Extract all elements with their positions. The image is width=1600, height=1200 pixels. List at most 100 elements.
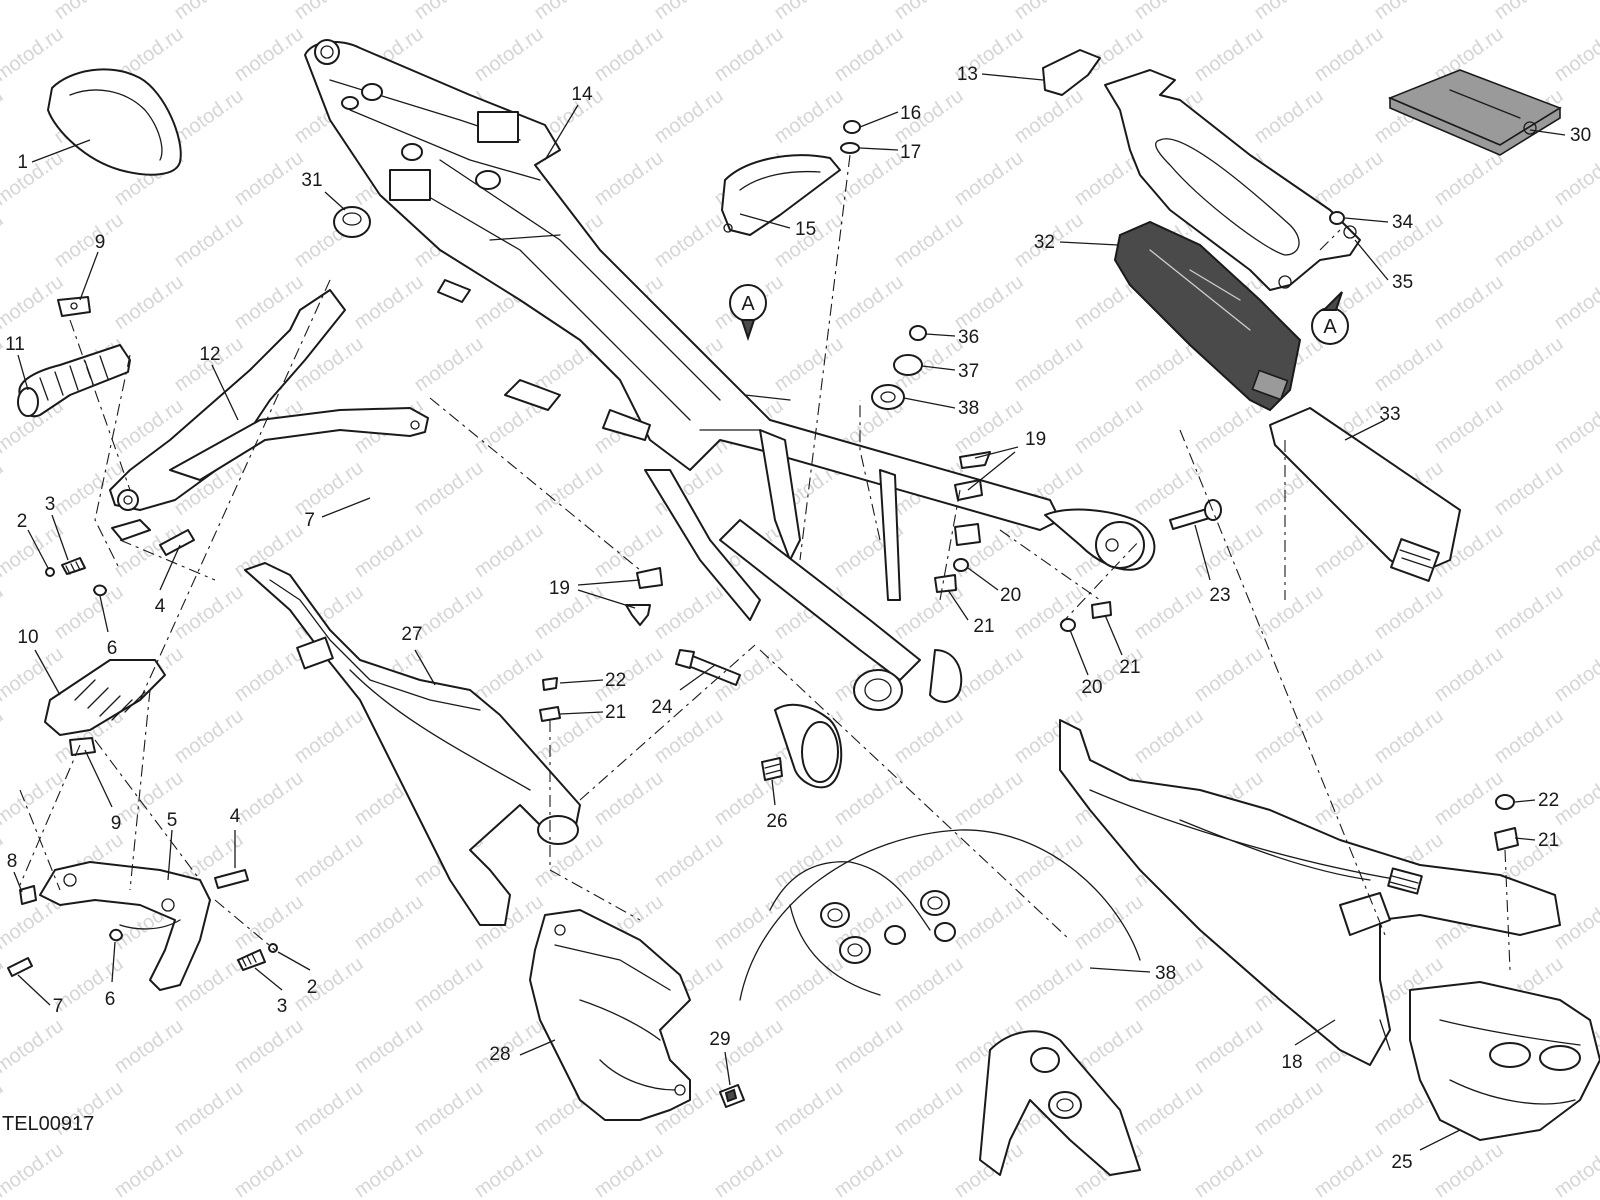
part-31-grommet bbox=[333, 206, 371, 238]
watermark-text: motod.ru bbox=[290, 1077, 367, 1140]
watermark-text: motod.ru bbox=[350, 891, 427, 954]
watermark-text: motod.ru bbox=[830, 147, 907, 210]
watermark-text: motod.ru bbox=[890, 953, 967, 1016]
reference-marker-a-left-label: A bbox=[741, 293, 755, 315]
watermark-text: motod.ru bbox=[350, 1015, 427, 1078]
watermark-text: motod.ru bbox=[590, 23, 667, 86]
callout-20-a-label: 20 bbox=[1000, 585, 1021, 606]
watermark-text: motod.ru bbox=[170, 1077, 247, 1140]
watermark-text: motod.ru bbox=[0, 23, 68, 86]
watermark-text: motod.ru bbox=[650, 0, 727, 24]
callout-3-lower: 3 bbox=[254, 967, 288, 1017]
part-10-footpeg-right bbox=[44, 659, 166, 756]
watermark-text: motod.ru bbox=[1010, 829, 1087, 892]
callout-7-lower: 7 bbox=[17, 974, 63, 1017]
watermark-text: motod.ru bbox=[950, 147, 1027, 210]
callout-22-b: 22 bbox=[1514, 790, 1559, 811]
part-29-spacer bbox=[719, 1084, 745, 1108]
watermark-text: motod.ru bbox=[1370, 581, 1447, 644]
callout-2-upper: 2 bbox=[17, 511, 49, 569]
callout-36-label: 36 bbox=[958, 327, 979, 348]
callout-38-upper: 38 bbox=[903, 397, 979, 419]
part-32-tool-tray bbox=[1113, 220, 1302, 412]
watermark-text: motod.ru bbox=[1190, 395, 1267, 458]
watermark-text: motod.ru bbox=[890, 829, 967, 892]
part-24-bolt bbox=[675, 649, 741, 686]
watermark-text: motod.ru bbox=[1490, 457, 1567, 520]
callout-9-lower-label: 9 bbox=[111, 813, 122, 834]
watermark-text: motod.ru bbox=[0, 705, 8, 768]
watermark-text: motod.ru bbox=[0, 271, 68, 334]
part-27-side-cover-left bbox=[244, 562, 581, 926]
watermark-text: motod.ru bbox=[1130, 581, 1207, 644]
part-1-seat-pad bbox=[47, 68, 182, 176]
watermark-text: motod.ru bbox=[950, 767, 1027, 830]
drawing-code: TEL00917 bbox=[2, 1113, 94, 1135]
watermark-text: motod.ru bbox=[230, 643, 307, 706]
watermark-text: motod.ru bbox=[650, 829, 727, 892]
watermark-text: motod.ru bbox=[1190, 643, 1267, 706]
watermark-text: motod.ru bbox=[830, 23, 907, 86]
callout-35-label: 35 bbox=[1392, 272, 1413, 293]
parts-36-37-38-fasteners bbox=[871, 325, 927, 410]
watermark-text: motod.ru bbox=[1130, 1077, 1207, 1140]
watermark-text: motod.ru bbox=[0, 147, 68, 210]
watermark-text: motod.ru bbox=[170, 0, 247, 24]
callout-2-lower-label: 2 bbox=[307, 977, 318, 998]
parts-16-17-nut-washer bbox=[840, 120, 861, 154]
watermark-text: motod.ru bbox=[110, 1139, 187, 1200]
callout-34-label: 34 bbox=[1392, 212, 1414, 233]
watermark-text: motod.ru bbox=[1490, 333, 1567, 396]
watermark-text: motod.ru bbox=[770, 333, 847, 396]
assembly-dash-lines bbox=[19, 154, 1511, 971]
watermark-text: motod.ru bbox=[470, 23, 547, 86]
callout-9-upper: 9 bbox=[79, 232, 106, 301]
parts-21-22-left bbox=[539, 677, 561, 722]
callout-15-label: 15 bbox=[795, 219, 816, 240]
watermark-text: motod.ru bbox=[1550, 1139, 1600, 1200]
part-15-bracket bbox=[721, 154, 841, 236]
callout-13-label: 13 bbox=[957, 64, 978, 85]
watermark-text: motod.ru bbox=[1250, 581, 1327, 644]
watermark-text: motod.ru bbox=[110, 271, 187, 334]
callout-3-lower-label: 3 bbox=[277, 996, 288, 1017]
callout-20-a: 20 bbox=[967, 567, 1021, 606]
watermark-text: motod.ru bbox=[470, 1139, 547, 1200]
watermark-text: motod.ru bbox=[1010, 333, 1087, 396]
part-19-clips bbox=[625, 451, 991, 626]
callout-21-b: 21 bbox=[1104, 614, 1141, 678]
watermark-text: motod.ru bbox=[170, 209, 247, 272]
watermark-text: motod.ru bbox=[650, 85, 727, 148]
callout-2-upper-label: 2 bbox=[17, 511, 28, 532]
callout-22-a-label: 22 bbox=[605, 670, 626, 691]
watermark-text: motod.ru bbox=[530, 0, 607, 24]
watermark-text: motod.ru bbox=[170, 581, 247, 644]
watermark-text: motod.ru bbox=[0, 85, 8, 148]
callout-4-lower-label: 4 bbox=[230, 806, 241, 827]
reference-marker-a-right: A bbox=[1311, 291, 1349, 345]
watermark-text: motod.ru bbox=[470, 643, 547, 706]
callout-31: 31 bbox=[301, 170, 346, 211]
watermark-text: motod.ru bbox=[50, 581, 127, 644]
callout-37-label: 37 bbox=[958, 361, 979, 382]
part-12-footpeg-bracket-left bbox=[109, 289, 429, 511]
callout-23: 23 bbox=[1194, 524, 1231, 606]
callout-32-label: 32 bbox=[1034, 232, 1055, 253]
callout-29-label: 29 bbox=[709, 1029, 730, 1050]
watermark-text: motod.ru bbox=[770, 829, 847, 892]
watermark-text: motod.ru bbox=[890, 1077, 967, 1140]
callout-22-b-label: 22 bbox=[1538, 790, 1559, 811]
parts-20-21-right bbox=[934, 558, 1112, 632]
part-13-clip bbox=[1042, 49, 1101, 96]
watermark-text: motod.ru bbox=[530, 457, 607, 520]
callout-25-label: 25 bbox=[1391, 1152, 1412, 1173]
watermark-text: motod.ru bbox=[890, 705, 967, 768]
watermark-text: motod.ru bbox=[1550, 519, 1600, 582]
watermark-text: motod.ru bbox=[0, 1015, 68, 1078]
callout-9-upper-label: 9 bbox=[95, 232, 106, 253]
part-11-footpeg bbox=[17, 344, 131, 418]
callout-26: 26 bbox=[766, 779, 788, 832]
watermark-text: motod.ru bbox=[1310, 643, 1387, 706]
watermark-text: motod.ru bbox=[410, 0, 487, 24]
watermark-text: motod.ru bbox=[710, 1139, 787, 1200]
